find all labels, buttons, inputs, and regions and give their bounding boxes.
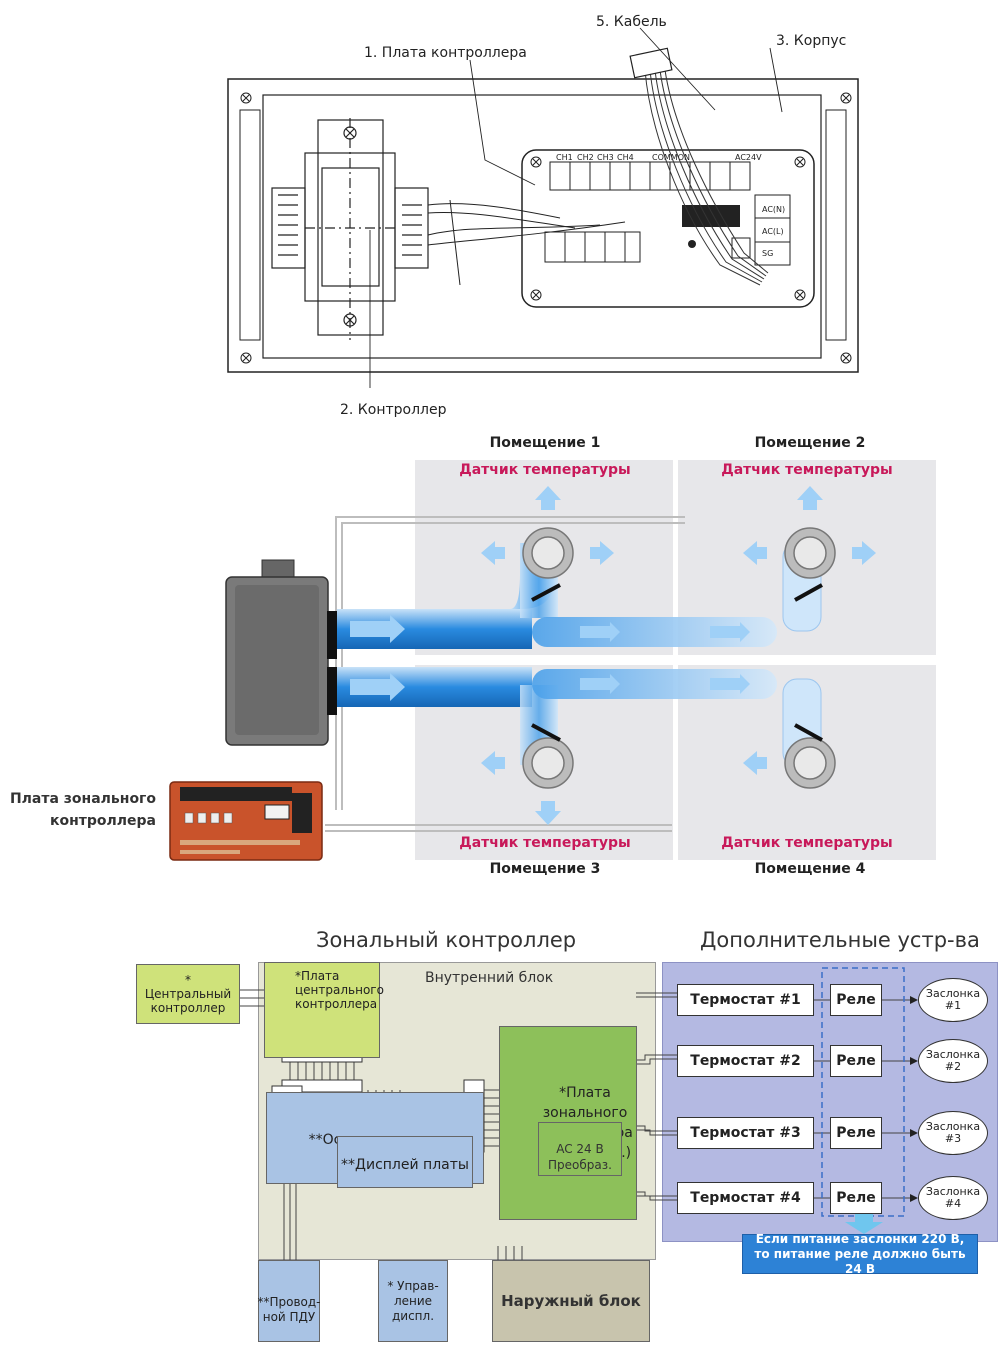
room-4-title: Помещение 4 bbox=[754, 861, 866, 877]
damper-2: Заслонка #2 bbox=[918, 1039, 988, 1083]
wiring-schematic: Зональный контроллер Дополнительные устр… bbox=[0, 920, 999, 1345]
controller-assembly-drawing: CH1 CH2 CH3 CH4 COMMON AC24V AC(N) AC(L)… bbox=[0, 0, 999, 420]
label-controller-board: 1. Плата контроллера bbox=[364, 45, 527, 61]
room-4-sensor: Датчик температуры bbox=[721, 835, 893, 851]
display-board: **Дисплей платы bbox=[337, 1136, 473, 1188]
label-cable: 5. Кабель bbox=[596, 14, 667, 30]
relay-1: Реле bbox=[830, 984, 882, 1016]
pcb-label-acl: AC(L) bbox=[762, 227, 784, 236]
room-2-title: Помещение 2 bbox=[754, 435, 866, 451]
thermostat-2: Термостат #2 bbox=[677, 1045, 814, 1077]
pcb-terminal-ch3: CH3 bbox=[597, 153, 614, 162]
display-control: * Управ-ление диспл. bbox=[378, 1260, 448, 1342]
pcb-label-sg: SG bbox=[762, 249, 773, 258]
outdoor-unit: Наружный блок bbox=[492, 1260, 650, 1342]
label-controller: 2. Контроллер bbox=[340, 402, 447, 418]
pcb-terminal-common: COMMON bbox=[652, 153, 690, 162]
duct-layout-svg bbox=[169, 486, 876, 861]
pcb-terminal-ch4: CH4 bbox=[617, 153, 634, 162]
controller-assembly-svg: CH1 CH2 CH3 CH4 COMMON AC24V AC(N) AC(L)… bbox=[227, 27, 859, 388]
relay-3: Реле bbox=[830, 1117, 882, 1149]
room-3-sensor: Датчик температуры bbox=[459, 835, 631, 851]
power-note: Если питание заслонки 220 В, то питание … bbox=[742, 1232, 978, 1276]
zoning-layout: Помещение 1 Помещение 2 Датчик температу… bbox=[0, 425, 999, 895]
room-1-sensor: Датчик температуры bbox=[459, 462, 631, 478]
ac24-transformer: AC 24 В Преобраз. bbox=[538, 1122, 622, 1176]
relay-2: Реле bbox=[830, 1045, 882, 1077]
thermostat-4: Термостат #4 bbox=[677, 1182, 814, 1214]
central-controller-board: *Плата центрального контроллера bbox=[264, 962, 384, 1058]
room-2-sensor: Датчик температуры bbox=[721, 462, 893, 478]
thermostat-3: Термостат #3 bbox=[677, 1117, 814, 1149]
damper-3: Заслонка #3 bbox=[918, 1111, 988, 1155]
damper-4: Заслонка #4 bbox=[918, 1176, 988, 1220]
pcb-label-acn: AC(N) bbox=[762, 205, 785, 214]
schematic-title-left: Зональный контроллер bbox=[316, 928, 577, 952]
wired-remote: **Провод-ной ПДУ bbox=[257, 1260, 321, 1342]
room-1-title: Помещение 1 bbox=[489, 435, 601, 451]
pcb-terminal-ac24v: AC24V bbox=[735, 153, 762, 162]
zone-board-label: Плата зонального контроллера bbox=[9, 791, 156, 829]
damper-1: Заслонка #1 bbox=[918, 978, 988, 1022]
thermostat-1: Термостат #1 bbox=[677, 984, 814, 1016]
room-3-title: Помещение 3 bbox=[489, 861, 601, 877]
label-case: 3. Корпус bbox=[776, 33, 847, 49]
central-controller-box: * Центральный контроллер bbox=[136, 964, 240, 1024]
pcb-terminal-ch1: CH1 bbox=[556, 153, 573, 162]
schematic-title-right: Дополнительные устр-ва bbox=[700, 928, 980, 952]
relay-4: Реле bbox=[830, 1182, 882, 1214]
indoor-unit-label: Внутренний блок bbox=[425, 970, 554, 986]
pcb-terminal-ch2: CH2 bbox=[577, 153, 594, 162]
